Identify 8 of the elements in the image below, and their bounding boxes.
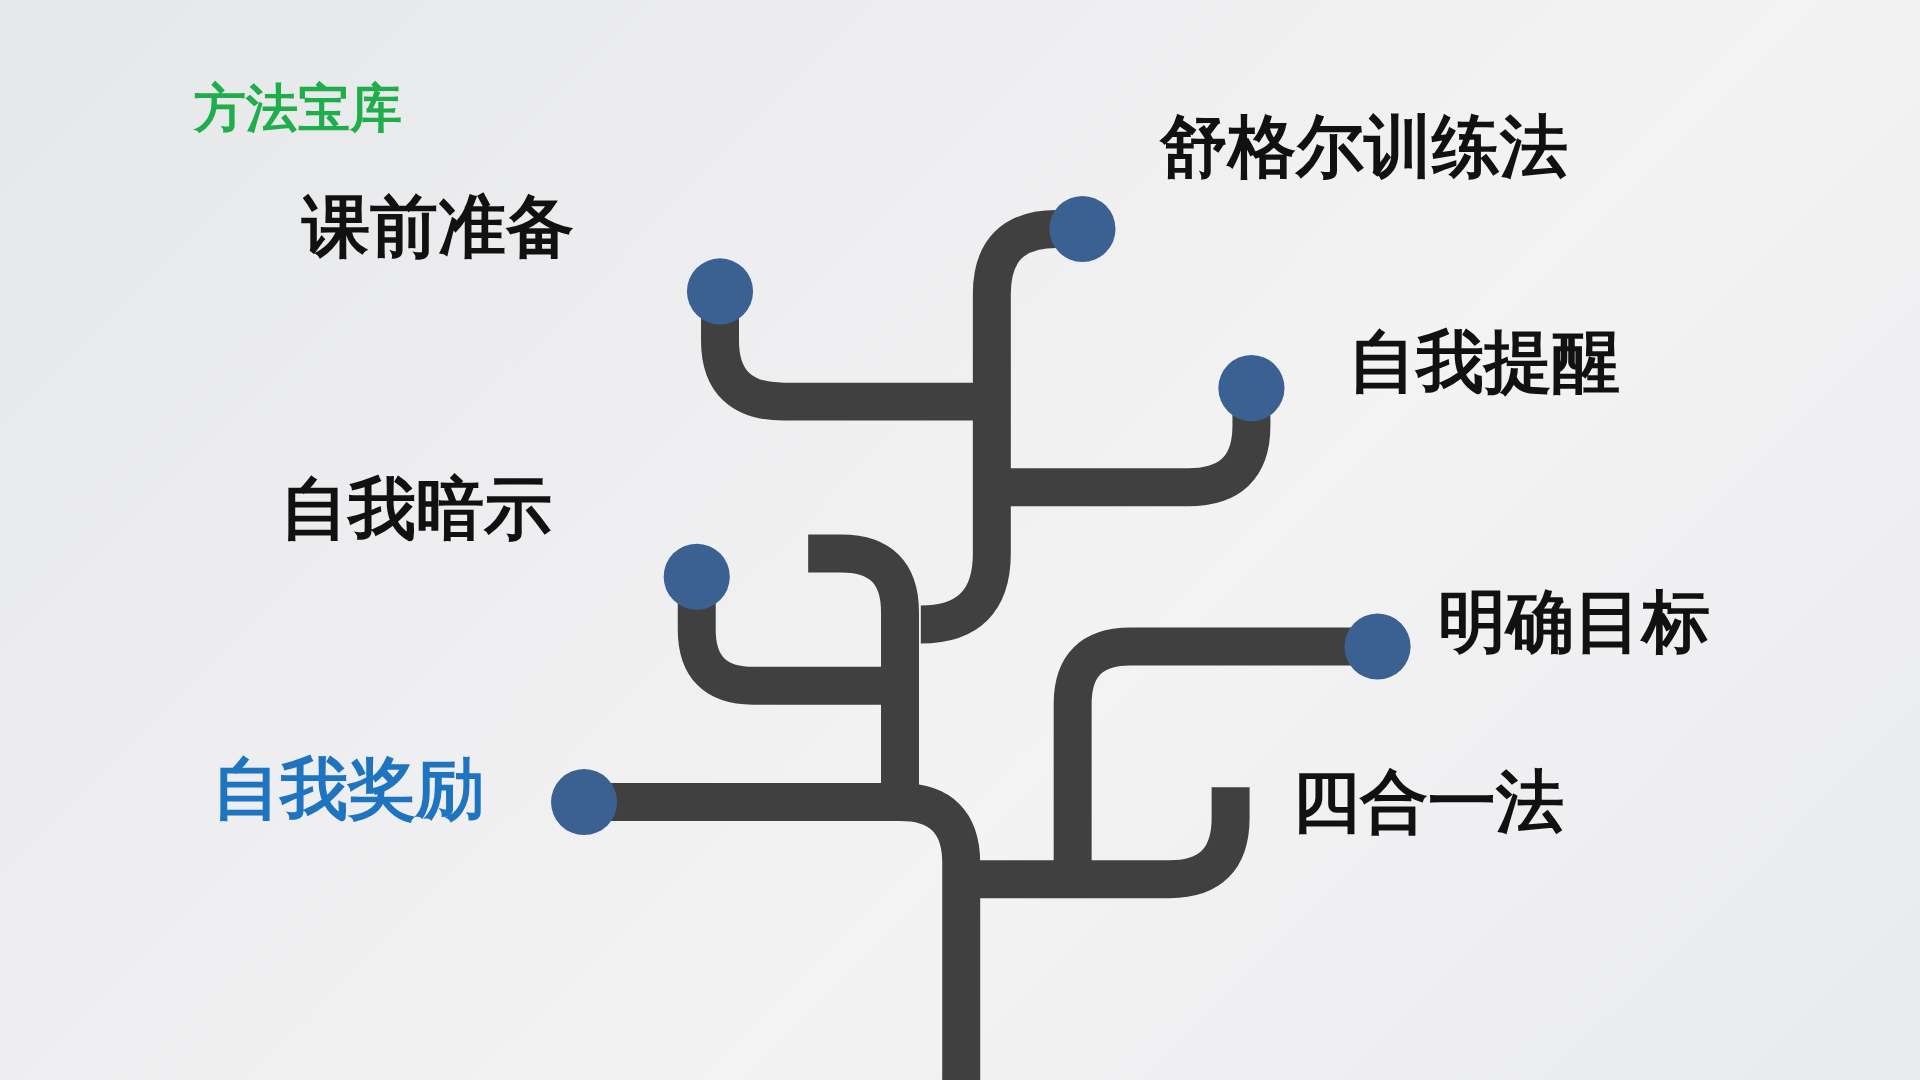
branch-label: 四合一法 xyxy=(1292,765,1564,840)
branch-label: 自我奖励 xyxy=(212,752,484,827)
branch-label: 课前准备 xyxy=(302,190,574,265)
branch-label: 舒格尔训练法 xyxy=(1160,110,1568,185)
branch-label: 自我暗示 xyxy=(280,472,552,547)
branch-label: 自我提醒 xyxy=(1348,325,1620,400)
title: 方法宝库 xyxy=(194,80,402,138)
branch-label: 明确目标 xyxy=(1438,585,1710,660)
